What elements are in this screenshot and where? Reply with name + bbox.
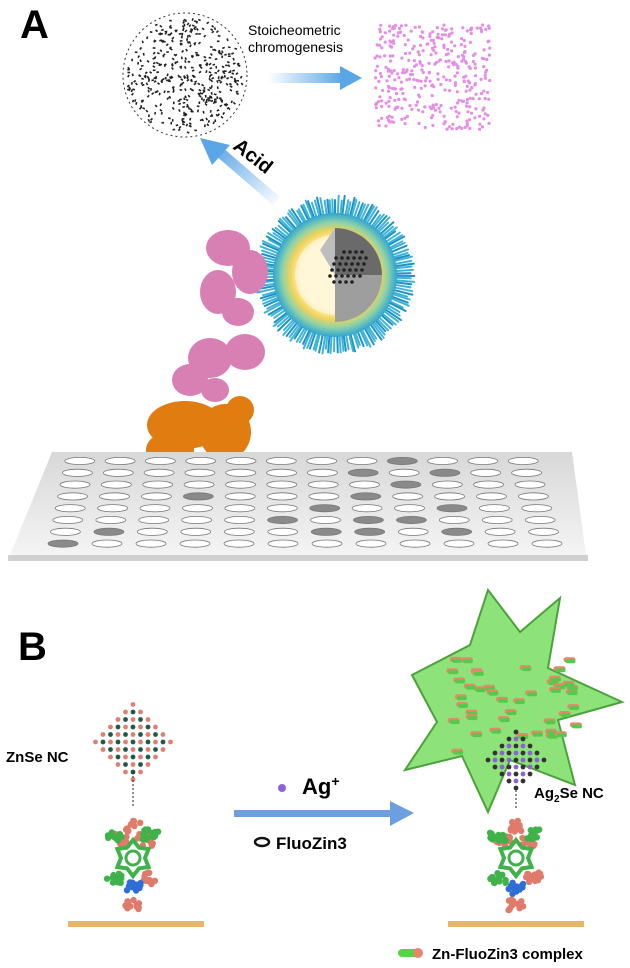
chromogenesis-label-line2: chromogenesis	[248, 39, 343, 55]
shell-spikes	[254, 194, 416, 355]
ag-ion-dot	[278, 784, 286, 792]
antibody	[172, 230, 268, 402]
fluozin-icon	[253, 836, 271, 848]
right-assembly	[402, 587, 625, 927]
microplate-wells	[47, 456, 563, 548]
reaction-arrow: Ag+ FluoZin3	[234, 773, 414, 853]
znse-label: ZnSe NC	[6, 749, 69, 766]
core-nanocluster-grid	[328, 250, 368, 284]
sphere-dots	[126, 18, 244, 134]
right-antibody-stack	[486, 817, 545, 914]
ag-ion-label: Ag+	[302, 773, 340, 799]
left-assembly	[68, 702, 204, 927]
liposome-nanoparticle	[254, 194, 416, 355]
complex-marks	[446, 656, 582, 755]
legend: Zn-FluoZin3 complex	[398, 946, 583, 963]
right-substrate	[448, 921, 584, 927]
znse-lattice	[93, 702, 173, 782]
zn-fluozin-complex-icon	[398, 948, 423, 958]
acid-arrow	[200, 138, 280, 205]
fluozin-label: FluoZin3	[276, 834, 347, 853]
panel-a: A Stoicheometric chromogenesis Acid	[8, 3, 588, 561]
chromogenesis-label-line1: Stoicheometric	[248, 22, 341, 38]
ag2se-label: Ag2Se NC	[534, 785, 604, 805]
chromogenic-product-dots	[373, 23, 492, 131]
chromogenesis-arrow	[268, 66, 362, 90]
left-antibody-stack	[103, 817, 162, 913]
ag2se-lattice	[485, 729, 547, 791]
microplate	[8, 452, 588, 561]
legend-label: Zn-FluoZin3 complex	[432, 946, 583, 963]
left-substrate	[68, 921, 204, 927]
panel-b-label: B	[18, 625, 47, 669]
panel-a-label: A	[20, 3, 49, 47]
dotted-nanocluster-sphere	[122, 12, 248, 138]
panel-b: B ZnSe NC Ag+ FluoZin3	[6, 587, 625, 963]
